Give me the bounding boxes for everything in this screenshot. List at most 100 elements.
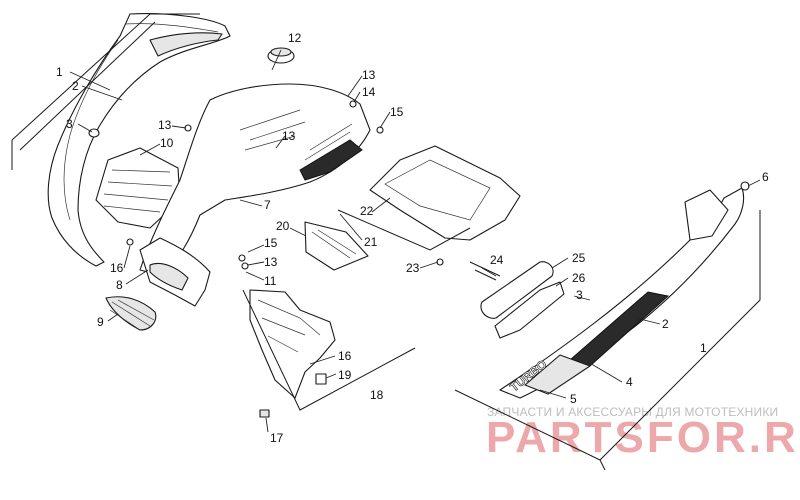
- leader-3a: [77, 123, 93, 133]
- callout-8: 8: [116, 278, 123, 292]
- belly-pan-group: [337, 145, 521, 251]
- left-side-panel-inner: [63, 23, 219, 221]
- callout-2a: 2: [72, 79, 79, 93]
- leader-8: [125, 269, 149, 285]
- callout-18: 18: [370, 388, 384, 402]
- leader-2b: [635, 317, 661, 325]
- muffler-body: [480, 261, 554, 319]
- callout-23: 23: [406, 261, 420, 275]
- callout-7: 7: [264, 198, 271, 212]
- left-side-panel-group: [11, 13, 231, 267]
- left-side-panel: [47, 13, 231, 267]
- callout-13a: 13: [158, 118, 172, 132]
- callout-13d: 13: [264, 255, 278, 269]
- leader-20: [289, 227, 307, 237]
- fastener-6: [740, 181, 750, 191]
- leader-9: [107, 313, 119, 322]
- left-bracket-lines: [11, 13, 200, 170]
- callout-20: 20: [276, 219, 290, 233]
- leader-10: [139, 143, 161, 156]
- leader-15b: [247, 244, 265, 253]
- leader-16b: [309, 355, 336, 365]
- muffler-bracket: [469, 261, 501, 281]
- leader-1a: [69, 71, 111, 91]
- belly-pan-lines: [337, 209, 471, 251]
- leader-17: [265, 417, 269, 433]
- fastener-11: [238, 254, 246, 262]
- watermark: ЗАПЧАСТИ И АКСЕССУАРЫ ДЛЯ МОТОТЕХНИКИ PA…: [486, 405, 800, 462]
- windshield-group: [304, 221, 369, 271]
- fastener-13d: [241, 262, 249, 270]
- callout-13b: 13: [282, 129, 296, 143]
- lower-bracket-group: [242, 289, 416, 418]
- right-bracket-lines: [454, 210, 761, 471]
- leader-23: [419, 261, 439, 269]
- clip-17: [259, 409, 270, 418]
- callout-5: 5: [570, 392, 577, 406]
- callout-19: 19: [338, 368, 352, 382]
- callout-10: 10: [160, 136, 174, 150]
- leader-25: [551, 257, 569, 269]
- callout-1a: 1: [56, 65, 63, 79]
- callout-2b: 2: [662, 317, 669, 331]
- grille-mesh: [109, 299, 155, 331]
- fastener-14: [349, 100, 357, 108]
- leader-14: [353, 91, 361, 103]
- callout-21: 21: [364, 235, 378, 249]
- leader-24: [481, 267, 497, 277]
- nose-cone-vent-dark: [299, 139, 363, 181]
- fastener-16: [126, 238, 134, 246]
- leader-22: [371, 197, 391, 213]
- lower-bracket-inner: [257, 299, 321, 353]
- callout-13c: 13: [362, 68, 376, 82]
- callout-26: 26: [572, 271, 586, 285]
- watermark-subtitle: ЗАПЧАСТИ И АКСЕССУАРЫ ДЛЯ МОТОТЕХНИКИ: [487, 405, 778, 419]
- filler-cap-top: [270, 47, 292, 57]
- nose-cone-vent-lines: [239, 109, 353, 161]
- leader-13c: [347, 75, 363, 97]
- callout-1b: 1: [700, 341, 707, 355]
- leader-21: [339, 213, 363, 241]
- air-duct-ribs: [103, 169, 173, 213]
- left-side-stripe: [149, 32, 223, 57]
- windshield: [304, 221, 369, 271]
- callout-25: 25: [572, 251, 586, 265]
- callout-15a: 15: [390, 105, 404, 119]
- callout-3a: 3: [66, 117, 73, 131]
- leader-13a: [171, 125, 187, 129]
- filler-cap-group: [267, 47, 295, 64]
- callout-15b: 15: [264, 236, 278, 250]
- lower-bracket: [249, 289, 336, 399]
- belly-pan: [369, 145, 521, 241]
- leader-13d: [247, 261, 265, 266]
- muffler-heat-shield: [494, 281, 565, 339]
- leader-11: [245, 271, 265, 281]
- leader-26: [555, 277, 569, 287]
- callout-9: 9: [97, 315, 104, 329]
- leader-6: [747, 179, 761, 187]
- left-side-fastener: [88, 128, 100, 138]
- leader-12: [271, 49, 282, 71]
- leader-13b: [275, 135, 286, 149]
- callout-4: 4: [626, 375, 633, 389]
- leader-5: [539, 389, 567, 399]
- leader-4: [587, 361, 623, 383]
- leader-2a: [81, 85, 123, 101]
- callout-6: 6: [762, 170, 769, 184]
- callout-17: 17: [270, 431, 284, 445]
- leader-19: [325, 373, 337, 379]
- bracket-clip: [315, 373, 327, 385]
- watermark-brand: PARTSFOR.RU: [486, 413, 800, 462]
- fasteners: [126, 100, 750, 270]
- leader-7: [239, 199, 263, 207]
- muffler-group: [469, 261, 565, 339]
- grille-group: [105, 296, 157, 331]
- callout-16a: 16: [110, 261, 124, 275]
- callout-24: 24: [490, 253, 504, 267]
- callout-16b: 16: [338, 349, 352, 363]
- leader-15a: [379, 111, 391, 129]
- callout-12: 12: [288, 31, 302, 45]
- callout-3b: 3: [576, 288, 583, 302]
- callout-14: 14: [362, 85, 376, 99]
